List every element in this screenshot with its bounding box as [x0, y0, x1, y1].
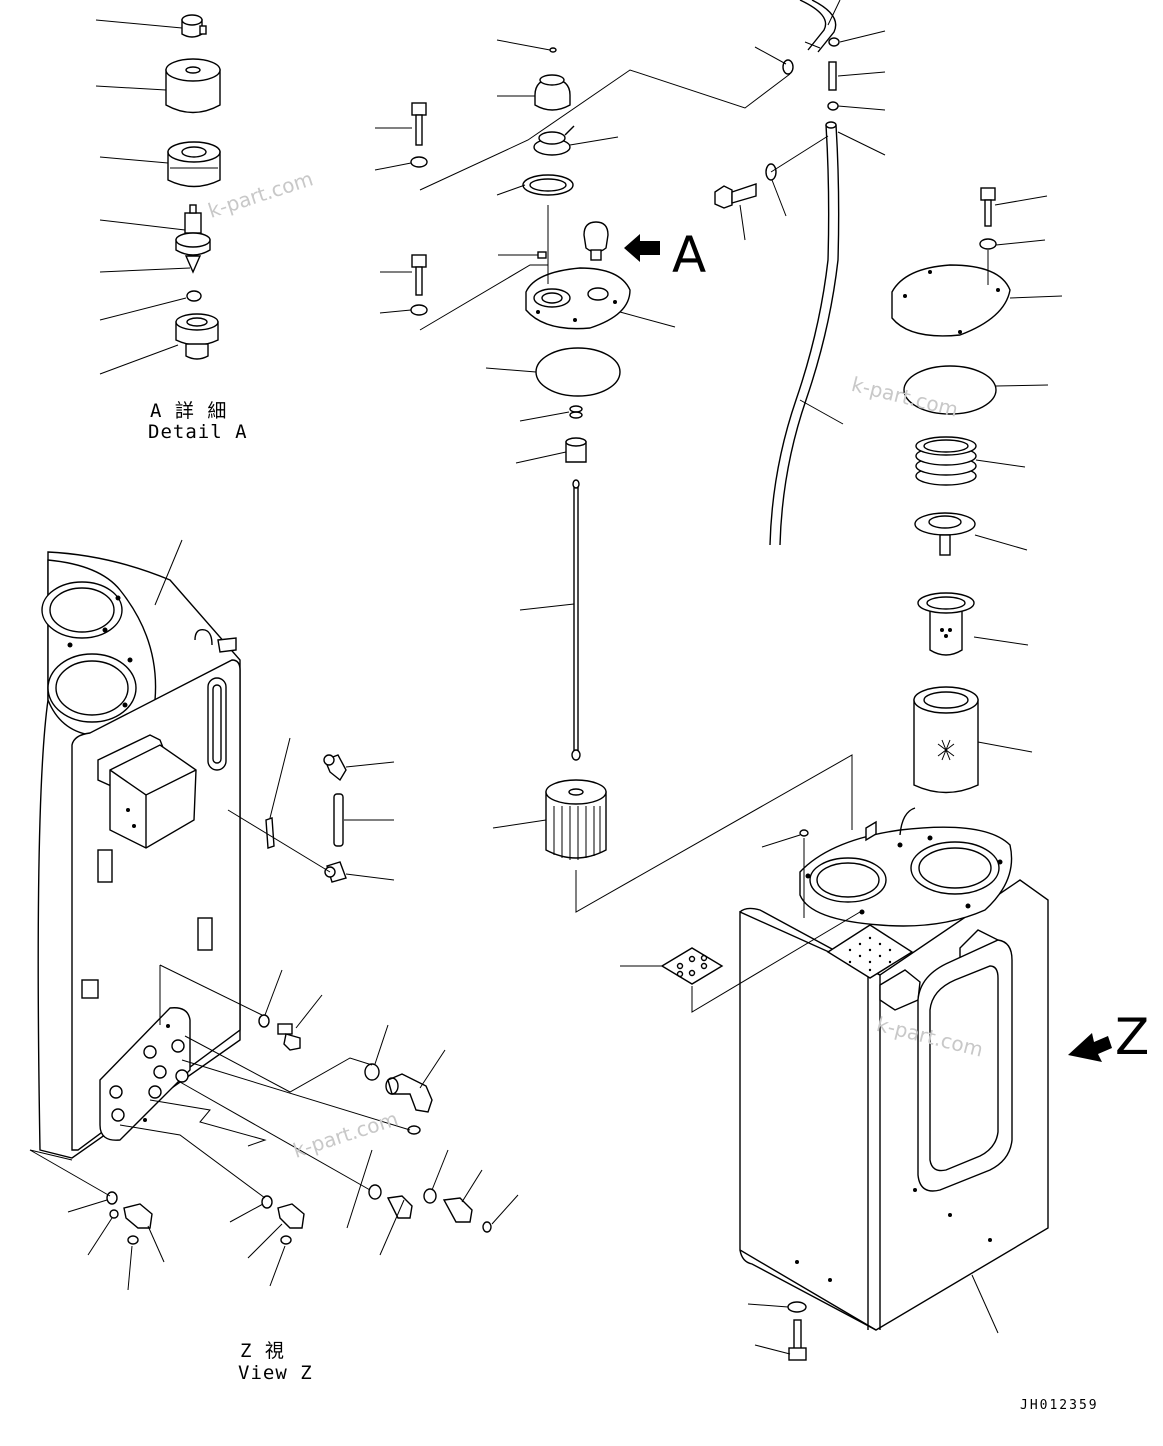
- elbow-top: [323, 754, 347, 782]
- plate-tag: [537, 251, 547, 259]
- plug-o-ring: [258, 1014, 270, 1028]
- block-2: [197, 917, 213, 951]
- detail-a-o-ring: [186, 290, 202, 302]
- detail-a-cap: [181, 14, 207, 38]
- view-a-arrow: [624, 234, 660, 262]
- hose-nut-1: [828, 37, 840, 47]
- small-spring: [569, 405, 583, 419]
- drawing-number: JH012359: [1020, 1398, 1099, 1413]
- view-a-letter: A: [672, 226, 707, 284]
- center-stack-group: [374, 39, 853, 913]
- detail-a-adapter: [175, 313, 219, 360]
- right-leaders: [973, 195, 1063, 753]
- center-leaders: [374, 39, 853, 913]
- hose-nut-2: [827, 101, 839, 111]
- block-3: [81, 979, 99, 999]
- detail-a-leaders: [95, 19, 191, 375]
- bottom-fittings: [106, 1184, 492, 1245]
- short-pipe: [828, 61, 837, 91]
- sight-glass: [207, 677, 227, 771]
- tank-top-pin: [799, 829, 809, 837]
- bypass-valve: [914, 512, 976, 556]
- pin-top: [549, 47, 557, 53]
- plate-assembly: [525, 267, 631, 330]
- main-filter-element: [913, 686, 979, 794]
- view-z-leaders: [29, 539, 519, 1291]
- elbow-fitting: [385, 1073, 433, 1113]
- block-1: [97, 849, 113, 883]
- filter-cover: [891, 264, 1011, 337]
- seal-disc: [535, 347, 621, 397]
- long-rod: [571, 479, 581, 761]
- hydraulic-tank: [620, 807, 1112, 1361]
- center-bolt-2: [410, 254, 428, 316]
- tank-leaders: [620, 834, 999, 1355]
- valve-a: [583, 221, 609, 261]
- detail-a-caption-en: Detail A: [148, 421, 248, 443]
- vent-tube: [333, 793, 344, 847]
- breather-base: [533, 125, 575, 156]
- detail-a-cylinder: [165, 58, 221, 114]
- mesh-dots: [848, 936, 892, 972]
- detail-a-group: [95, 14, 221, 375]
- hose-leaders: [739, 0, 886, 425]
- view-z-caption-jp: Z 視: [240, 1340, 285, 1362]
- small-o-ring-1: [407, 1125, 421, 1135]
- view-z-arrow: [1068, 1033, 1112, 1062]
- center-bolt-1: [410, 102, 428, 168]
- drain-plug: [277, 1023, 301, 1051]
- strainer-element: [917, 592, 975, 656]
- view-z-caption-en: View Z: [238, 1362, 313, 1384]
- detail-a-valve-body: [175, 204, 211, 274]
- hose-bolt: [714, 183, 757, 209]
- cap-gasket: [522, 174, 574, 196]
- tank-washer: [787, 1301, 807, 1313]
- spring: [915, 436, 977, 486]
- inspection-cover: [660, 947, 724, 985]
- hex-nut: [565, 437, 587, 463]
- detail-a-cup: [167, 141, 221, 188]
- filter-gasket: [903, 365, 997, 415]
- view-z-tank: [29, 539, 519, 1291]
- elbow-bottom: [324, 861, 347, 883]
- breather-cap: [534, 74, 571, 111]
- tank-bolt: [788, 1319, 807, 1361]
- hose-group: [714, 0, 886, 546]
- view-z-letter: Z: [1115, 1008, 1150, 1066]
- elbow-o-ring: [364, 1063, 380, 1081]
- port-plate: [99, 1007, 191, 1141]
- hose-washer: [782, 59, 794, 75]
- right-stack-group: [891, 187, 1063, 794]
- level-gauge-box: [97, 734, 197, 849]
- detail-a-caption-jp: A 詳 細: [150, 400, 228, 422]
- long-tube: [769, 124, 830, 546]
- side-tag: [265, 817, 275, 849]
- right-bolt: [979, 187, 997, 250]
- small-filter: [545, 779, 607, 860]
